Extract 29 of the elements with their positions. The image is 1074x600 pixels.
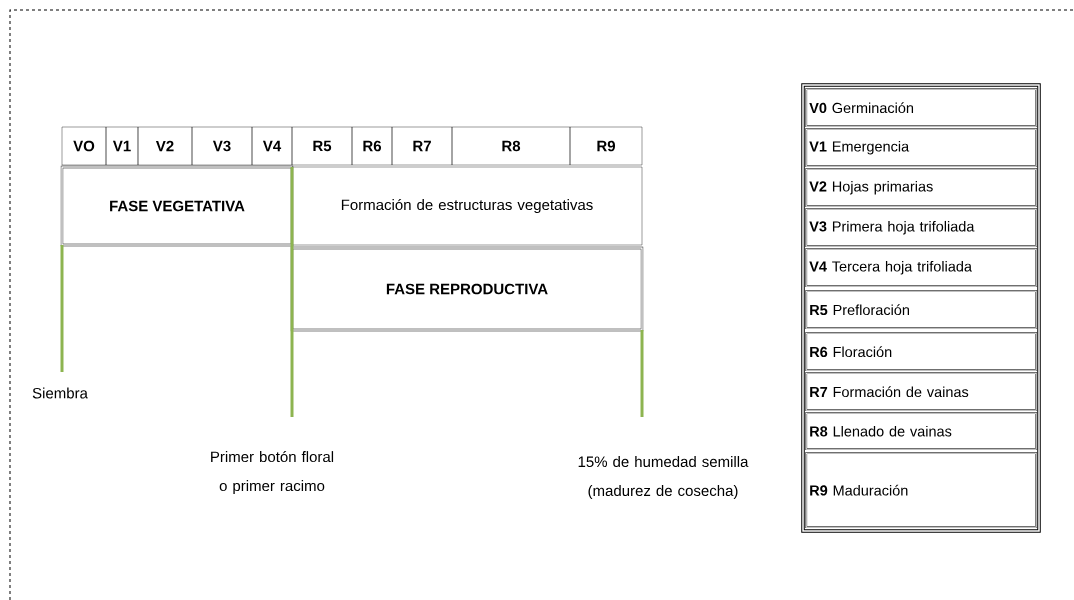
milestone-text: Primer botón floral o primer racimo	[211, 450, 334, 495]
table-cell: R6 Floración	[805, 332, 1038, 372]
table-cell: V0 Germinación	[805, 88, 1038, 128]
leader-line	[640, 330, 644, 417]
stage-cell: R6	[351, 126, 393, 166]
text-box: Formación de estructuras vegetativas	[291, 166, 643, 246]
stage-cell: R8	[451, 126, 571, 166]
table-cell: V1 Emergencia	[805, 128, 1038, 168]
table-cell: R7 Formación de vainas	[805, 372, 1038, 412]
stage-cell: R7	[391, 126, 453, 166]
phase-box: FASE REPRODUCTIVA	[290, 246, 644, 332]
milestone-text: 15% de humedad semilla (madurez de cosecha)	[578, 456, 749, 499]
table-cell: R5 Prefloración	[805, 290, 1038, 330]
table-cell: R9 Maduración	[805, 452, 1038, 529]
stage-cell: V2	[137, 126, 193, 166]
leader-line	[290, 167, 294, 417]
milestone-text: Siembra	[32, 387, 88, 399]
stage-cell: R9	[569, 126, 643, 166]
leader-line	[60, 245, 64, 372]
stage-cell: V4	[251, 126, 293, 166]
stage-cell: R5	[291, 126, 353, 166]
table-cell: V3 Primera hoja trifoliada	[805, 208, 1038, 248]
stage-cell: VO	[61, 126, 107, 166]
table-cell: R8 Llenado de vainas	[805, 412, 1038, 451]
stage-cell: V3	[191, 126, 253, 166]
phase-box: FASE VEGETATIVA	[60, 165, 294, 247]
stage-cell: V1	[105, 126, 139, 166]
table-cell: V4 Tercera hoja trifoliada	[805, 248, 1038, 288]
table-cell: V2 Hojas primarias	[805, 168, 1038, 208]
